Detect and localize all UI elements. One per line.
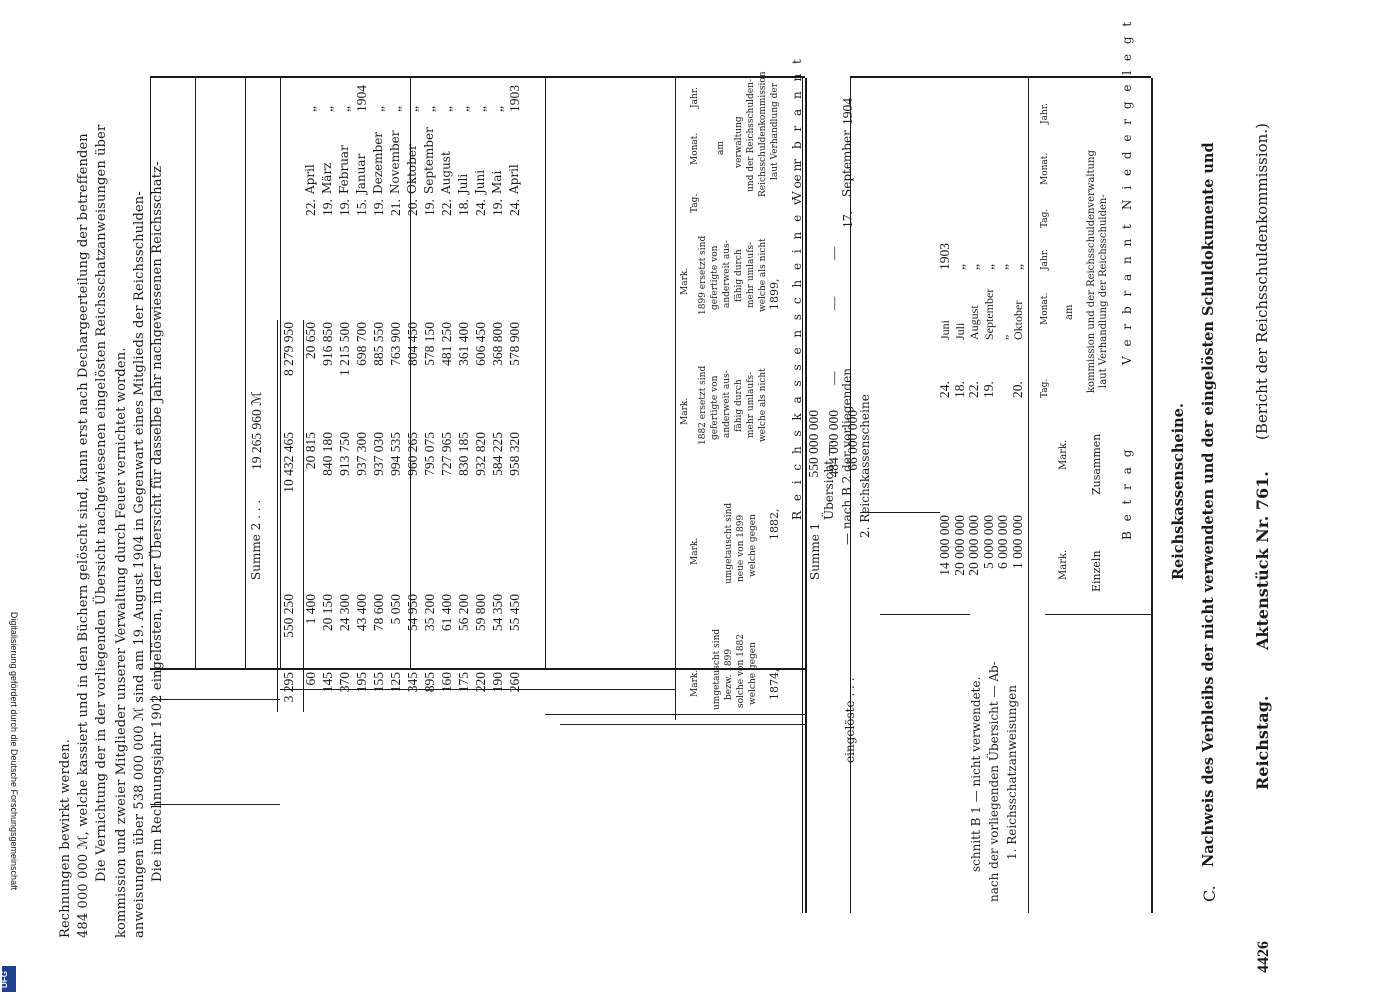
dfg-sidebar: DFG Digitalisierung gefördert durch die … xyxy=(0,0,19,1000)
dfg-credit: Digitalisierung gefördert durch die Deut… xyxy=(9,611,19,891)
dfg-logo: DFG xyxy=(0,966,16,992)
